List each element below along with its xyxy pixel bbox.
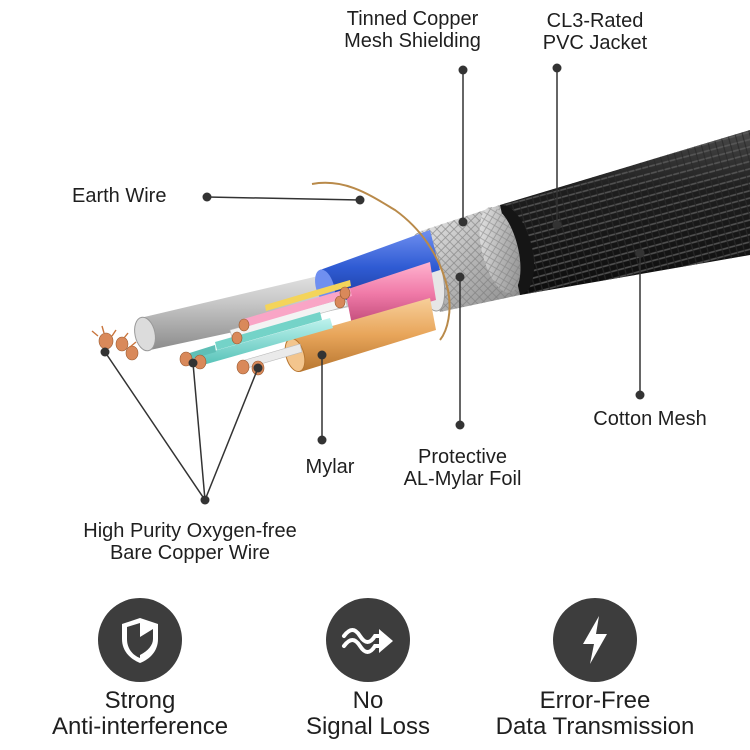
earth-wire (311, 181, 451, 341)
leader-dots (100, 63, 645, 505)
label-line: CL3-Rated (546, 10, 644, 32)
feature-no-signal-loss: No Signal Loss (248, 598, 488, 740)
label-line: PVC Jacket (542, 32, 648, 54)
feature-caption: Strong Anti-interference (20, 688, 260, 740)
copper-wire-tips (91, 286, 351, 376)
shield-icon (98, 598, 182, 682)
label-line: Tinned Copper (346, 8, 479, 30)
label-line: Earth Wire (72, 185, 167, 207)
label-pvc-jacket: CL3-Rated PVC Jacket (520, 10, 670, 54)
label-line: High Purity Oxygen-free (83, 520, 297, 542)
label-mylar: Mylar (290, 456, 370, 478)
wave-arrow-icon (326, 598, 410, 682)
caption-line: No (352, 687, 384, 714)
label-line: Mesh Shielding (344, 30, 481, 52)
pink-wire (345, 262, 436, 325)
feature-caption: No Signal Loss (248, 688, 488, 740)
feature-anti-interference: Strong Anti-interference (20, 598, 260, 740)
caption-line: Signal Loss (305, 713, 431, 740)
caption-line: Error-Free (539, 687, 651, 714)
label-line: Bare Copper Wire (109, 542, 271, 564)
leader-lines (104, 68, 641, 503)
label-earth-wire: Earth Wire (72, 185, 197, 207)
label-line: Protective (418, 446, 507, 468)
feature-caption: Error-Free Data Transmission (475, 688, 715, 740)
caption-line: Strong (104, 687, 176, 714)
caption-line: Data Transmission (495, 713, 695, 740)
inner-wires (180, 280, 352, 369)
caption-line: Anti-interference (51, 713, 229, 740)
feature-error-free: Error-Free Data Transmission (475, 598, 715, 740)
label-tinned-copper-mesh: Tinned Copper Mesh Shielding (305, 8, 520, 52)
label-copper-wire: High Purity Oxygen-free Bare Copper Wire (50, 520, 330, 564)
label-cotton-mesh: Cotton Mesh (575, 408, 725, 430)
label-protective-foil: Protective AL-Mylar Foil (380, 446, 545, 490)
label-line: Cotton Mesh (593, 408, 707, 430)
label-line: Mylar (305, 456, 355, 478)
cable-cross-section-illustration (91, 63, 750, 505)
label-line: AL-Mylar Foil (403, 468, 522, 490)
lightning-icon (553, 598, 637, 682)
